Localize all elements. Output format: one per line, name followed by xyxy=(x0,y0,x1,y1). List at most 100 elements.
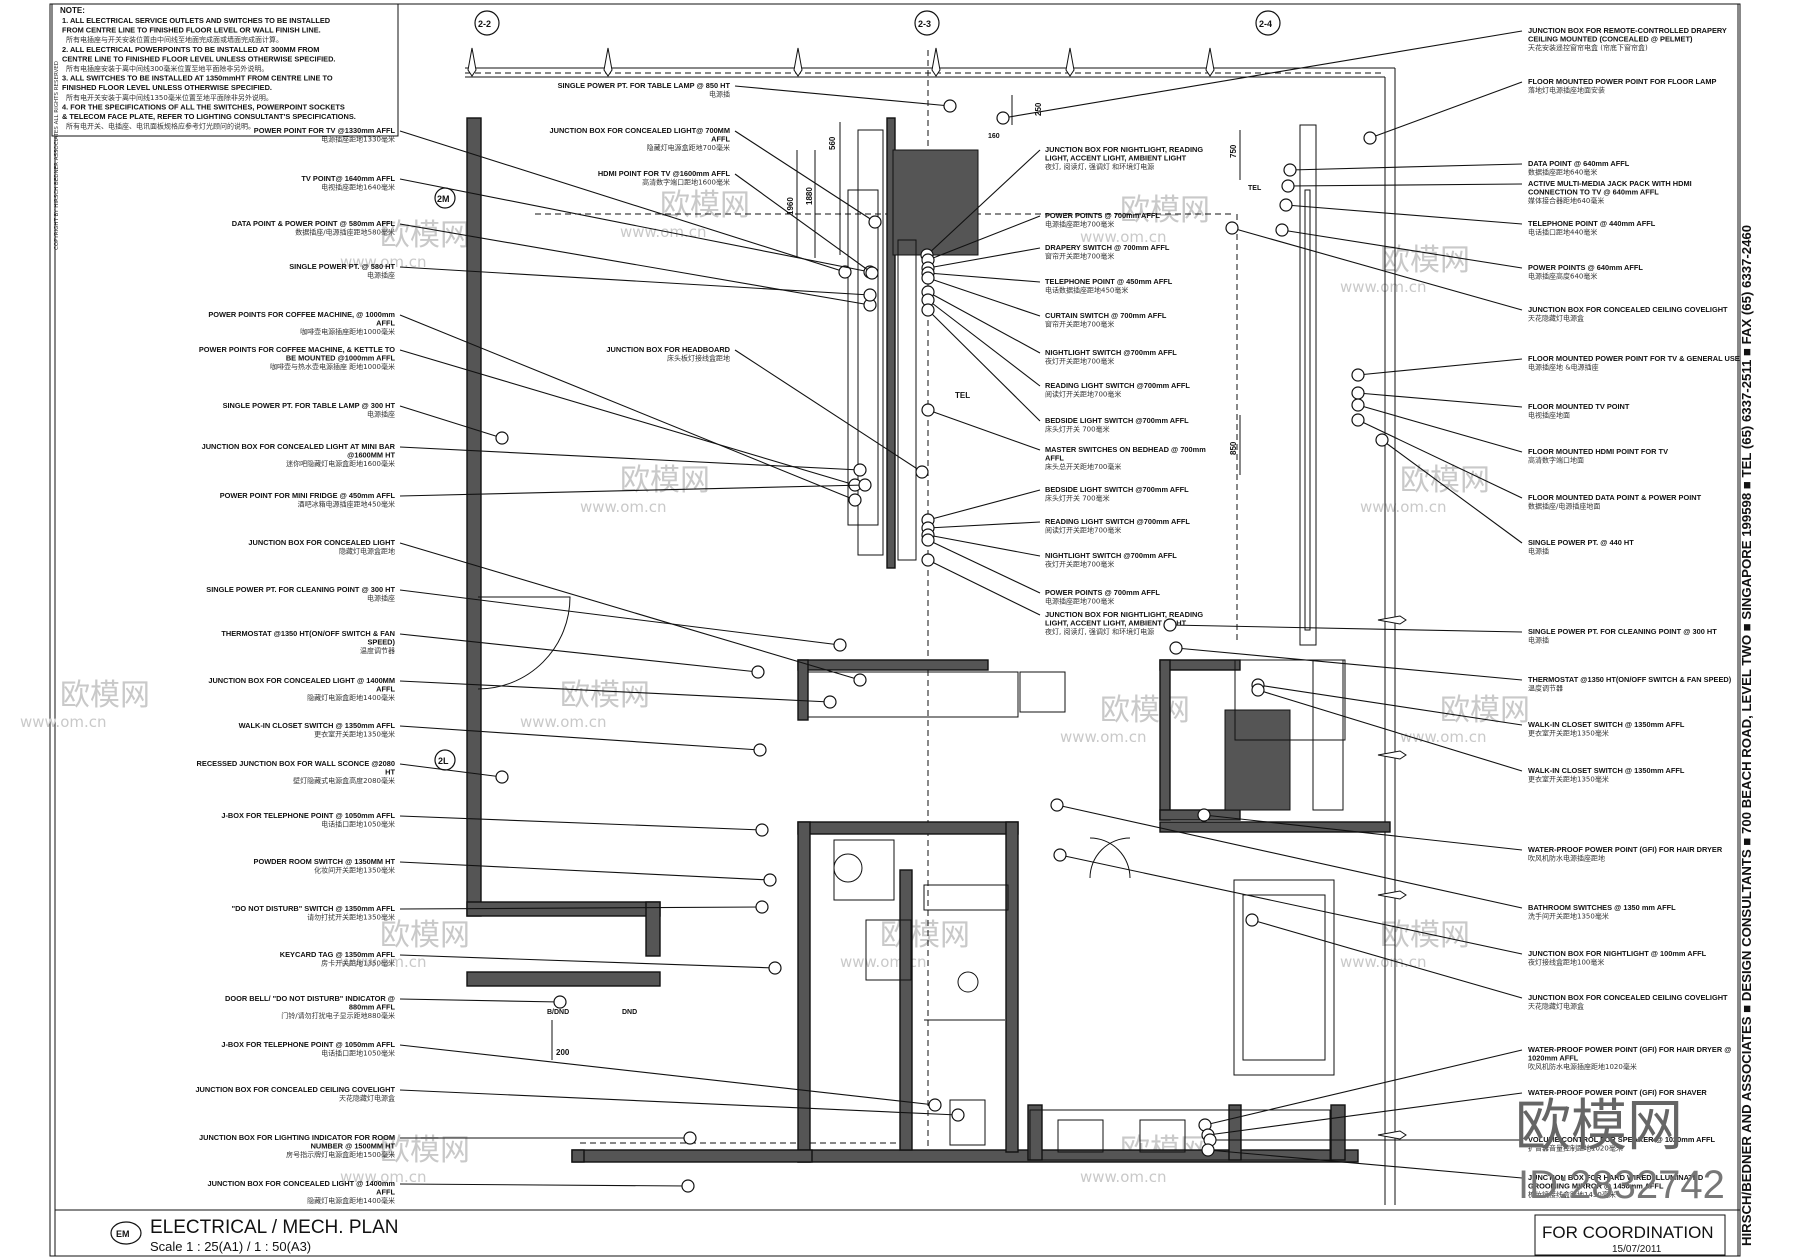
outlet-symbol-icon xyxy=(853,673,867,687)
outlet-symbol-icon xyxy=(921,533,935,547)
label-text: AFFL xyxy=(1045,454,1064,463)
watermark-url: www.om.cn xyxy=(1080,228,1167,246)
label-text: JUNCTION BOX FOR CONCEALED CEILING COVEL… xyxy=(195,1085,395,1094)
leader-line xyxy=(399,861,771,881)
watermark-url: www.om.cn xyxy=(840,953,927,971)
label-chinese: 咖啡壶与热水壶电源插座 距地1000毫米 xyxy=(270,362,395,371)
watermark-logo: 欧模网 xyxy=(1380,918,1470,953)
outlet-symbol-icon xyxy=(763,873,777,887)
notes-line: 3. ALL SWITCHES TO BE INSTALLED AT 1350m… xyxy=(62,74,333,83)
label-chinese: 阅读灯开关距地700毫米 xyxy=(1045,390,1121,399)
leader-line xyxy=(927,539,1041,594)
leader-line xyxy=(1175,647,1523,681)
label-text: FLOOR MOUNTED TV POINT xyxy=(1528,402,1630,411)
right-annotation: SINGLE POWER PT. FOR CLEANING POINT @ 30… xyxy=(1163,618,1717,645)
left-annotation: POWER POINT FOR TV @1330mm AFFL电源插座距地133… xyxy=(254,126,852,279)
label-text: WATER-PROOF POWER POINT (GFI) FOR HAIR D… xyxy=(1528,845,1723,854)
leader-line xyxy=(927,215,1041,261)
label-text: WATER-PROOF POWER POINT (GFI) FOR HAIR D… xyxy=(1528,1045,1731,1054)
label-text: SINGLE POWER PT. @ 580 HT xyxy=(289,262,395,271)
label-chinese: 天花隐藏灯电源盒 xyxy=(1528,314,1584,323)
dim-160: 160 xyxy=(988,133,1000,140)
label-chinese: 电源插 xyxy=(1528,547,1549,556)
leader-line xyxy=(399,178,871,273)
label-text: SINGLE POWER PT. FOR CLEANING POINT @ 30… xyxy=(206,585,395,594)
outlet-symbol-icon xyxy=(755,900,769,914)
watermark-logo: 欧模网 xyxy=(1440,693,1530,728)
notes-heading: NOTE: xyxy=(60,6,85,15)
label-chinese: 吹风机防水电源插座距地 xyxy=(1528,854,1605,863)
leader-line xyxy=(927,299,1041,387)
leader-line xyxy=(927,489,1041,521)
leader-line xyxy=(399,446,861,471)
centre-top-annotation: SINGLE POWER PT. FOR TABLE LAMP @ 850 HT… xyxy=(558,81,957,113)
leader-line xyxy=(734,130,876,223)
bullet-light-icon xyxy=(603,47,613,77)
label-chinese: 夜灯, 阅读灯, 强调灯 和环境灯电源 xyxy=(1045,162,1154,171)
notes-lines: 1. ALL ELECTRICAL SERVICE OUTLETS AND SW… xyxy=(62,16,356,131)
label-text: SINGLE POWER PT. FOR TABLE LAMP @ 850 HT xyxy=(558,81,731,90)
label-chinese: 隐藏灯电源盒距地1400毫米 xyxy=(307,693,395,702)
notes-line: 2. ALL ELECTRICAL POWERPOINTS TO BE INST… xyxy=(62,45,319,54)
label-chinese: 阅读灯开关距地700毫米 xyxy=(1045,526,1121,535)
leader-line xyxy=(399,1183,689,1187)
label-chinese: 电源插 xyxy=(709,90,730,99)
label-text: TV POINT@ 1640mm AFFL xyxy=(301,174,395,183)
leader-line xyxy=(927,291,1041,354)
leader-line xyxy=(399,906,763,910)
label-chinese: 电话插口距地1050毫米 xyxy=(321,1049,395,1058)
leader-line xyxy=(1357,404,1523,453)
label-text: LIGHT, ACCENT LIGHT, AMBIENT LIGHT xyxy=(1045,619,1187,628)
label-text: JUNCTION BOX FOR CONCEALED LIGHT xyxy=(248,538,395,547)
label-chinese: 梳妆镜接线盒距地1450毫米 xyxy=(1528,1190,1616,1199)
leader-line xyxy=(1207,1092,1523,1136)
leader-line xyxy=(399,633,759,673)
label-text: J-BOX FOR TELEPHONE POINT @ 1050mm AFFL xyxy=(221,811,395,820)
leader-line xyxy=(926,149,1041,256)
left-annotation: RECESSED JUNCTION BOX FOR WALL SCONCE @2… xyxy=(197,759,509,785)
left-annotation: DATA POINT & POWER POINT @ 580mm AFFL数据插… xyxy=(232,219,877,312)
outlet-symbol-icon xyxy=(921,271,935,285)
watermark-id: ID:2832742 xyxy=(1518,1163,1725,1207)
dim-250: 250 xyxy=(1034,102,1043,116)
label-chinese: 天花隐藏灯电源盒 xyxy=(1528,1002,1584,1011)
zone-tag-2m: 2M xyxy=(434,187,456,209)
label-chinese: 电源插座距地1330毫米 xyxy=(321,135,395,144)
walls xyxy=(466,117,1391,1163)
gridline-marker: 2-4 xyxy=(1255,10,1281,36)
label-text: SINGLE POWER PT. @ 440 HT xyxy=(1528,538,1634,547)
label-text: JUNCTION BOX FOR CONCEALED CEILING COVEL… xyxy=(1528,305,1728,314)
outlet-symbol-icon xyxy=(943,99,957,113)
left-annotation: POWER POINTS FOR COFFEE MACHINE, @ 1000m… xyxy=(208,310,862,507)
label-chinese: 电源插座高度640毫米 xyxy=(1528,272,1597,281)
notes-line: FROM CENTRE LINE TO FINISHED FLOOR LEVEL… xyxy=(62,26,321,35)
leader-line xyxy=(399,1089,959,1116)
left-annotation: THERMOSTAT @1350 HT(ON/OFF SWITCH & FANS… xyxy=(221,629,765,679)
gridline-label: 2-2 xyxy=(478,19,491,29)
outlet-symbol-icon xyxy=(1351,398,1365,412)
label-text: BEDSIDE LIGHT SWITCH @700mm AFFL xyxy=(1045,485,1189,494)
bullet-light-icon xyxy=(1205,47,1215,77)
notes-line: & TELECOM FACE PLATE, REFER TO LIGHTING … xyxy=(62,112,356,121)
bedhead-annotation: JUNCTION BOX FOR NIGHTLIGHT, READINGLIGH… xyxy=(921,553,1203,636)
label-chinese: 天花隐藏灯电源盒 xyxy=(339,1094,395,1103)
label-chinese: 电话插口距地1050毫米 xyxy=(321,820,395,829)
leader-line xyxy=(399,815,763,831)
outlet-symbol-icon xyxy=(683,1131,697,1145)
watermark-logo-large: 欧模网 xyxy=(1515,1094,1683,1159)
label-text: POWER POINT FOR MINI FRIDGE @ 450mm AFFL xyxy=(220,491,396,500)
outlet-symbol-icon xyxy=(1169,641,1183,655)
outlet-symbol-icon xyxy=(1225,221,1239,235)
watermark-logo: 欧模网 xyxy=(380,918,470,953)
leader-line xyxy=(927,521,1041,529)
left-annotation: JUNCTION BOX FOR CONCEALED LIGHT AT MINI… xyxy=(202,442,867,477)
outlet-symbol-icon xyxy=(553,995,567,1009)
label-text: READING LIGHT SWITCH @700mm AFFL xyxy=(1045,517,1190,526)
label-chinese: 请勿打扰开关距地1350毫米 xyxy=(307,913,395,922)
notes-box xyxy=(51,3,399,137)
leader-line xyxy=(1357,392,1523,408)
label-text: JUNCTION BOX FOR NIGHTLIGHT, READING xyxy=(1045,145,1203,154)
notes-line: 1. ALL ELECTRICAL SERVICE OUTLETS AND SW… xyxy=(62,16,331,25)
